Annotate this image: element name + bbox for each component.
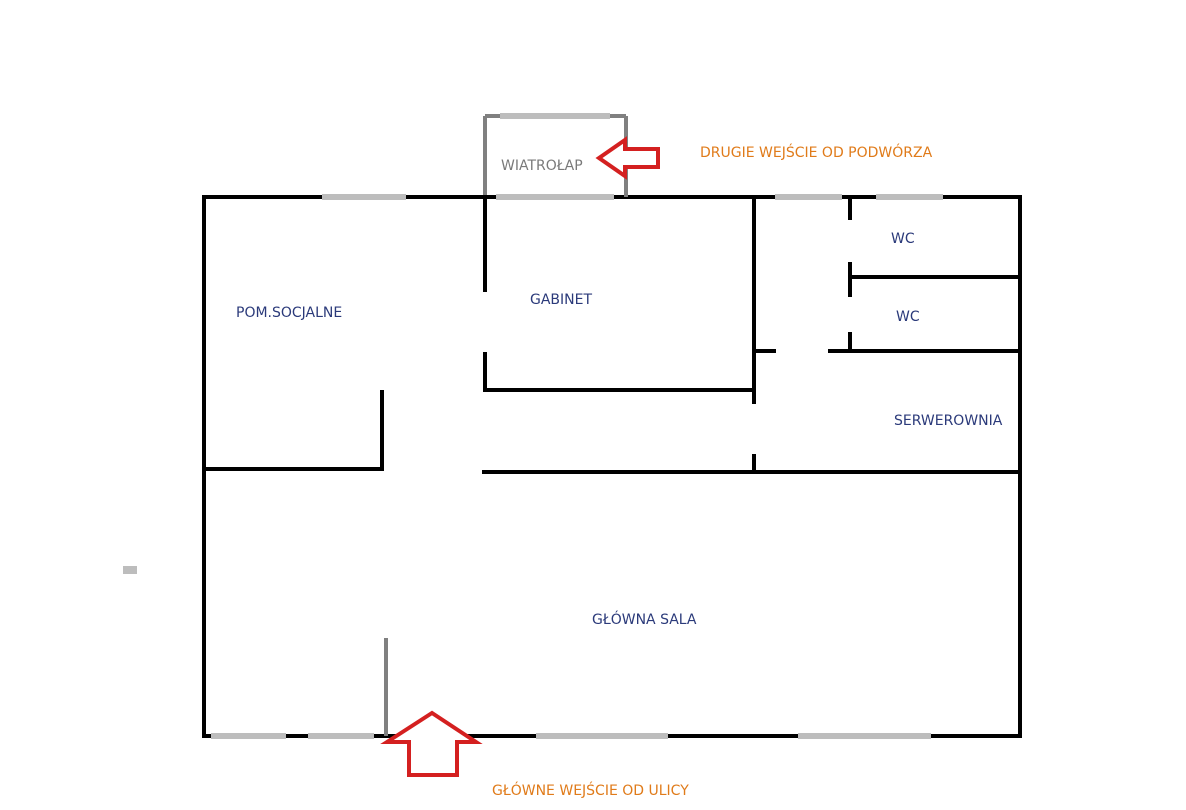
second-entrance-arrow-icon: [595, 136, 660, 180]
server-room-label: SERWEROWNIA: [894, 413, 1003, 429]
wc-1-label: WC: [891, 231, 915, 247]
social-room-label: POM.SOCJALNE: [236, 305, 342, 321]
vestibule: [483, 113, 628, 197]
interior-walls: [202, 195, 1022, 736]
vestibule-label: WIATROŁAP: [501, 158, 583, 174]
windows: [211, 194, 943, 739]
second-entrance-label: DRUGIE WEJŚCIE OD PODWÓRZA: [700, 143, 933, 161]
main-hall-label: GŁÓWNA SALA: [592, 610, 697, 628]
main-entrance-arrow-icon: [380, 710, 483, 777]
office-label: GABINET: [530, 292, 592, 308]
wc-2-label: WC: [896, 309, 920, 325]
grey-marker: [123, 566, 137, 574]
main-entrance-label: GŁÓWNE WEJŚCIE OD ULICY: [492, 781, 689, 799]
